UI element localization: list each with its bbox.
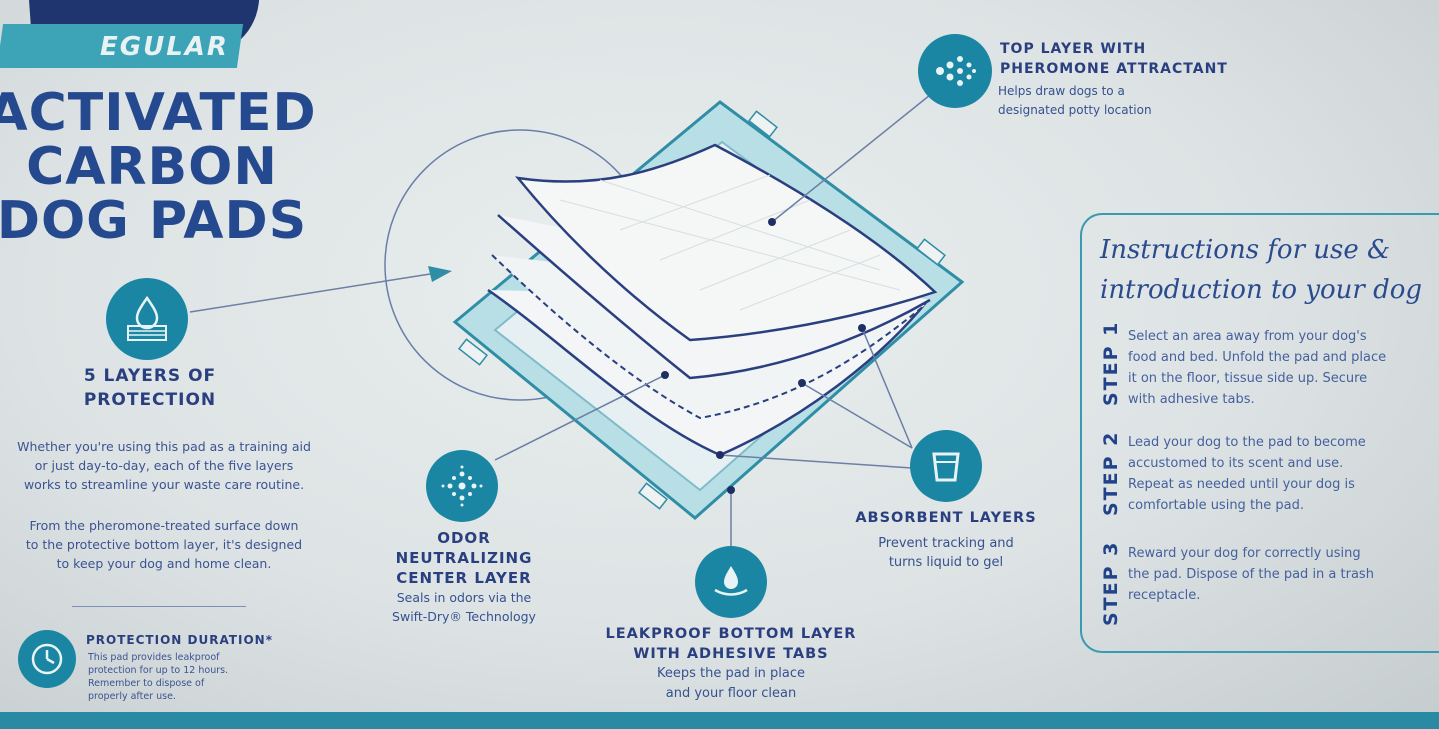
five-layers-paragraph-1: Whether you're using this pad as a train… — [17, 439, 311, 492]
leader-dot-abs-3 — [716, 451, 724, 459]
regular-badge-text: EGULAR — [100, 32, 229, 62]
protection-duration-heading: PROTECTION DURATION* — [86, 633, 273, 647]
adhesive-tab-1 — [748, 110, 778, 138]
step-3-text: Reward your dog for correctly using the … — [1128, 546, 1374, 603]
title-line-3: DOG PADS — [0, 191, 308, 251]
divider-line — [72, 606, 246, 607]
step-2-text: Lead your dog to the pad to become accus… — [1128, 435, 1366, 513]
bottom-layer-heading: LEAKPROOF BOTTOM LAYER WITH ADHESIVE TAB… — [605, 626, 857, 662]
product-title: ACTIVATED CARBON DOG PADS — [0, 86, 322, 248]
step-1-label: STEP 1 — [1100, 320, 1122, 406]
odor-layer-heading: ODOR NEUTRALIZING CENTER LAYER — [395, 529, 533, 587]
top-layer-desc: Helps draw dogs to a designated potty lo… — [998, 84, 1152, 117]
adhesive-tab-2 — [916, 238, 946, 266]
bottom-layer-desc: Keeps the pad in place and your floor cl… — [656, 666, 806, 701]
top-layer-pattern — [559, 174, 901, 311]
step-2-label: STEP 2 — [1100, 430, 1122, 516]
drop-on-surface-icon — [695, 546, 767, 618]
leader-dot-top — [768, 218, 776, 226]
protection-duration-text: This pad provides leakproof protection f… — [88, 652, 229, 702]
cup-icon — [910, 430, 982, 502]
leader-top-layer — [771, 94, 931, 223]
leader-absorbent-3 — [719, 454, 913, 469]
leader-absorbent-1 — [861, 327, 913, 449]
leader-absorbent-2 — [801, 382, 913, 449]
leader-dot-odor — [661, 371, 669, 379]
water-drop-icon — [106, 278, 188, 360]
leader-dot-abs-2 — [798, 379, 806, 387]
leader-odor — [494, 374, 666, 461]
dots-icon — [918, 34, 992, 108]
step-1-text: Select an area away from your dog's food… — [1128, 329, 1387, 407]
instructions-box — [1080, 213, 1439, 653]
pointer-line — [189, 273, 431, 313]
adhesive-tab-4 — [638, 482, 668, 510]
odor-layer-desc: Seals in odors via the Swift-Dry® Techno… — [392, 590, 536, 624]
bottom-teal-strip — [0, 712, 1439, 729]
title-line-1: ACTIVATED — [0, 83, 317, 143]
clock-icon — [18, 630, 76, 688]
absorbent-heading: ABSORBENT LAYERS — [855, 510, 1037, 526]
step-3-label: STEP 3 — [1100, 540, 1122, 626]
five-layers-heading: 5 LAYERS OF PROTECTION — [83, 366, 217, 410]
leader-dot-bottom — [727, 486, 735, 494]
pointer-arrowhead — [428, 266, 452, 282]
adhesive-tab-3 — [458, 338, 488, 366]
instructions-title: Instructions for use & introduction to y… — [1100, 235, 1423, 305]
five-layers-paragraph-2: From the pheromone-treated surface down … — [25, 518, 303, 571]
absorbent-desc: Prevent tracking and turns liquid to gel — [878, 536, 1014, 570]
top-layer-heading: TOP LAYER WITH PHEROMONE ATTRACTANT — [1000, 41, 1228, 77]
sparkle-icon — [426, 450, 498, 522]
title-line-2: CARBON — [26, 137, 278, 197]
top-layer-sheet — [515, 143, 938, 342]
leader-dot-abs-1 — [858, 324, 866, 332]
